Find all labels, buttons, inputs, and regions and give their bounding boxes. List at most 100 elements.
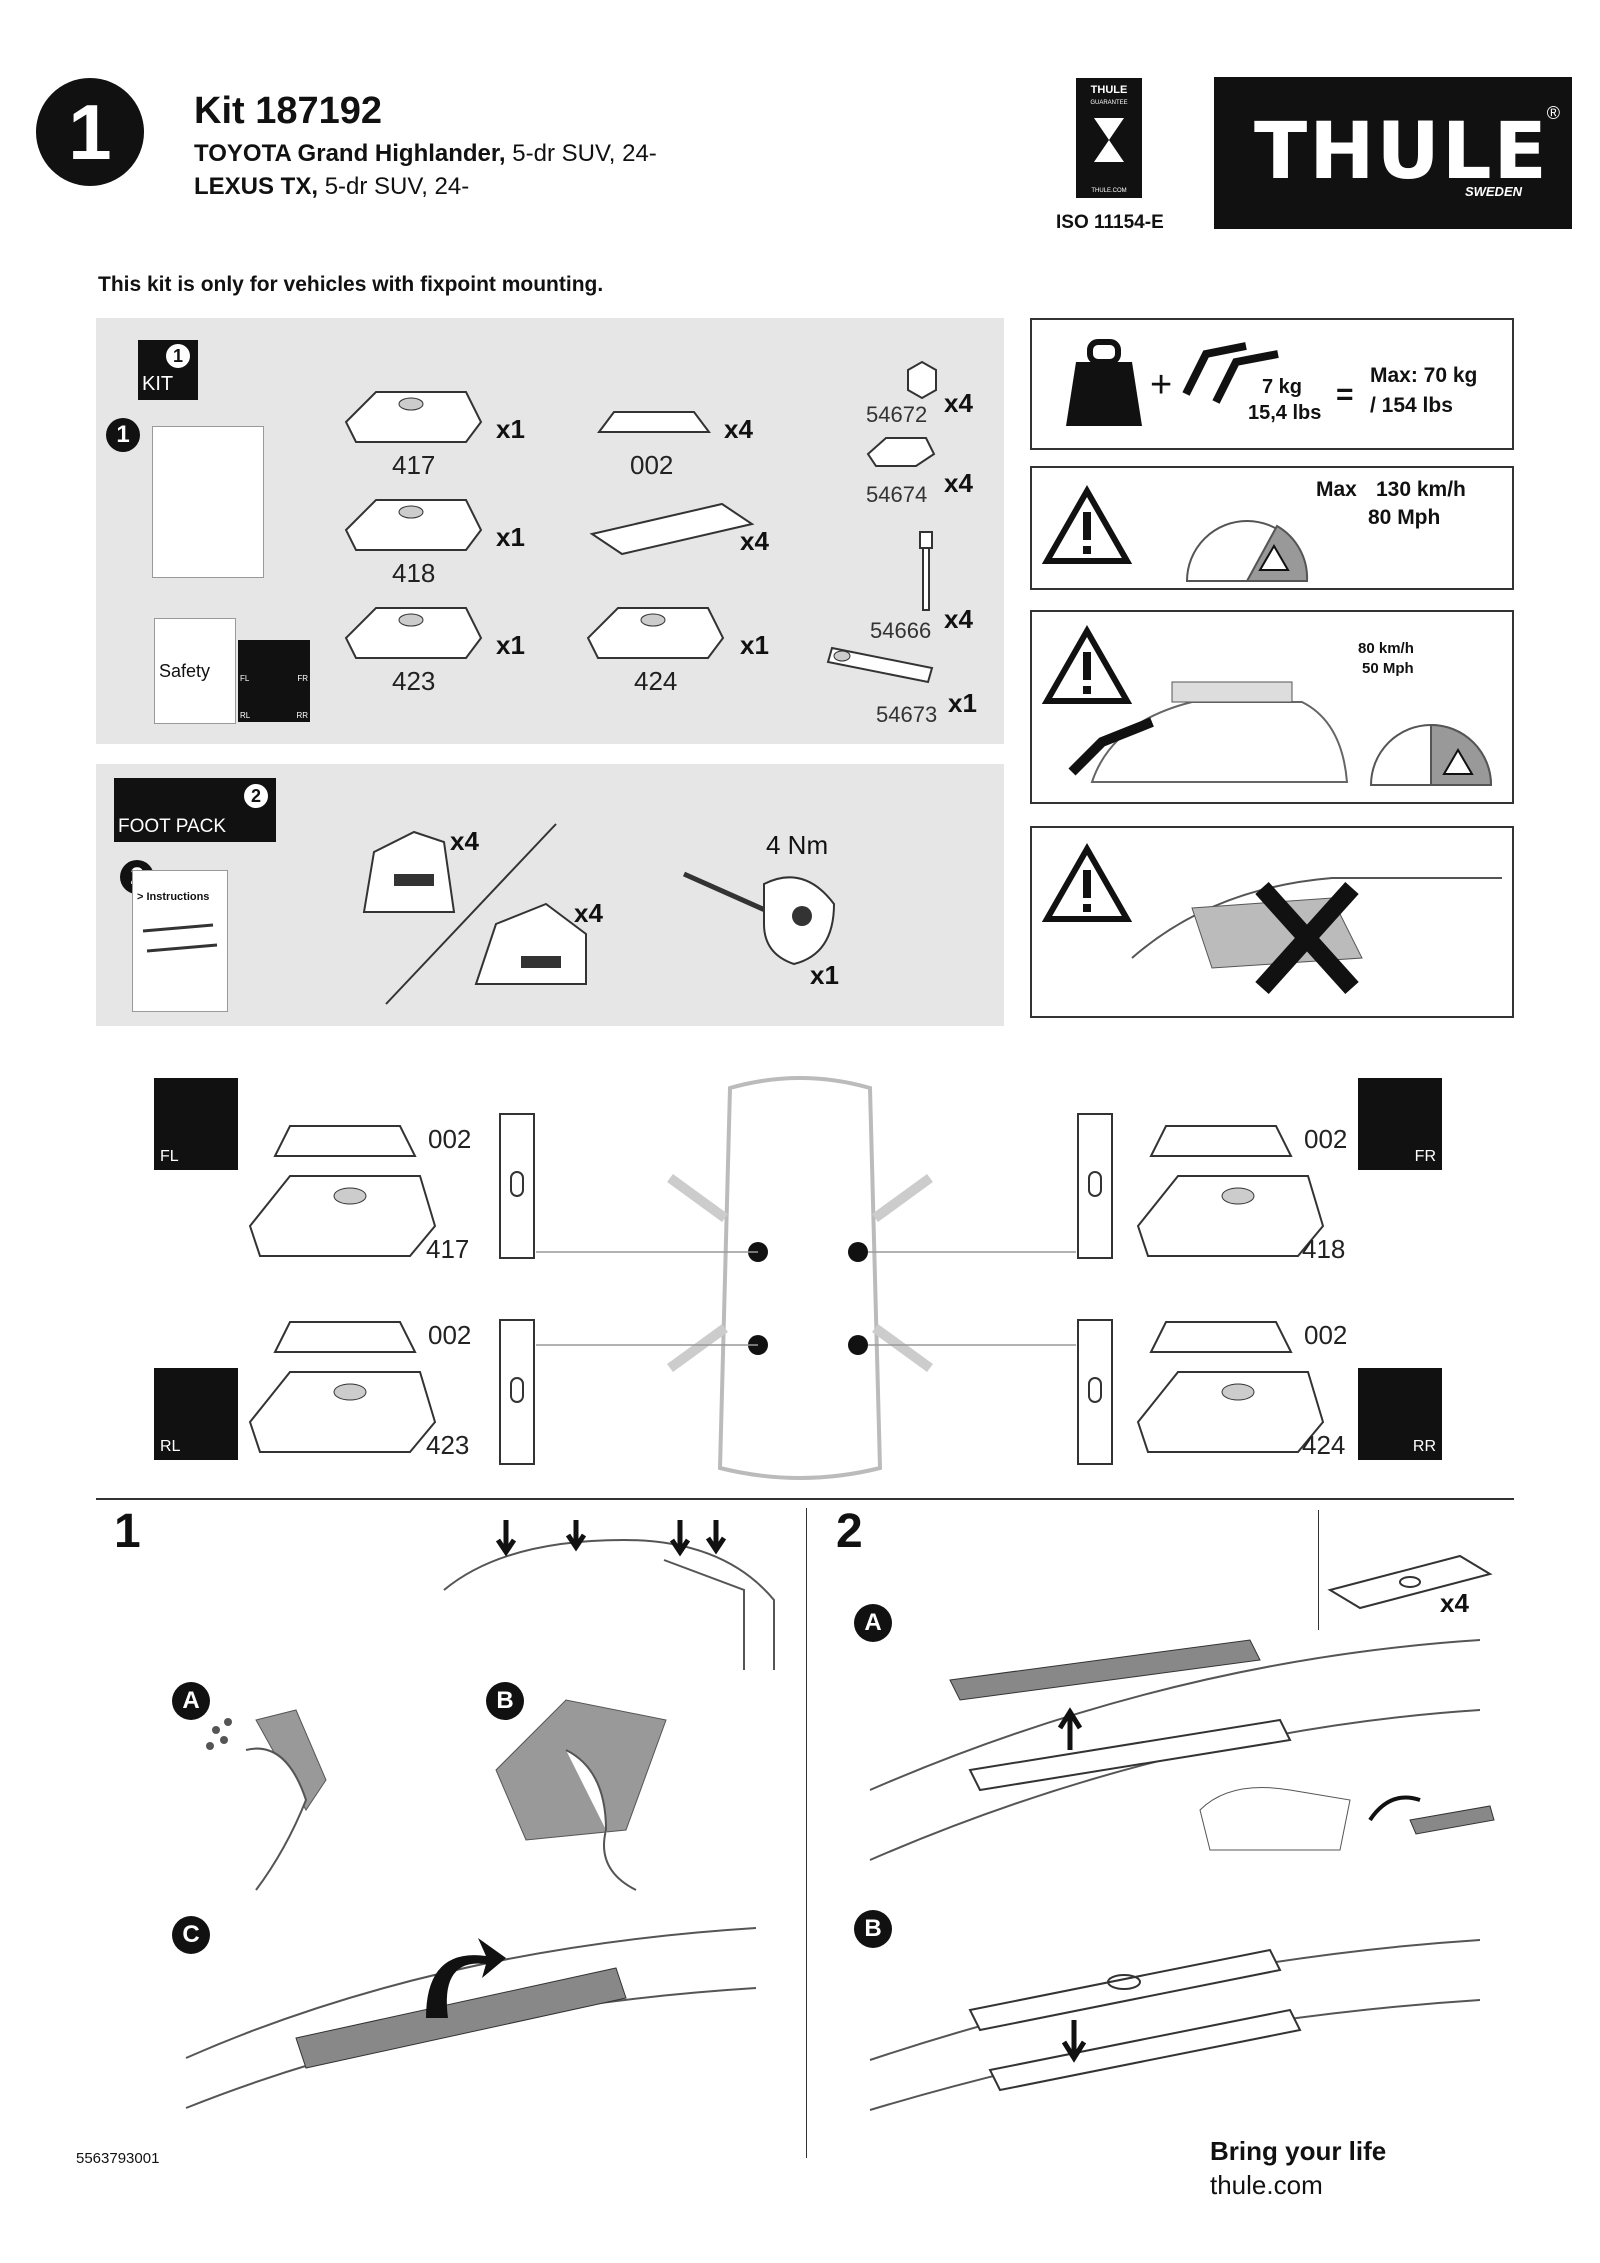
fr-mount-point: [848, 1242, 868, 1262]
rubber-strip-illustration: [589, 502, 755, 556]
bracket-54674-illustration: [866, 437, 936, 467]
guarantee-brand: THULE: [1090, 84, 1128, 96]
step1-c-badge: C: [172, 1916, 210, 1954]
step2-a-badge: A: [854, 1604, 892, 1642]
bolt-54666-code: 54666: [870, 618, 932, 643]
weight-icon: [1066, 339, 1142, 426]
kit-cube: 1 KIT: [138, 340, 198, 400]
rr-pad-illustration: [1136, 1371, 1325, 1453]
foot-qty-2: x4: [574, 898, 603, 928]
plus-sign: +: [1150, 364, 1173, 406]
install-strip-illustration: [869, 1939, 1481, 2111]
fr-pad-illustration: [1136, 1175, 1325, 1257]
fixpoint-cover-illustration: [185, 1927, 757, 2109]
rr-strip-illustration: [1077, 1319, 1113, 1465]
rr-pad-code: 424: [1302, 1430, 1346, 1460]
foot-pack-number: 2: [244, 784, 268, 808]
foot-pack-label: FOOT PACK: [118, 816, 227, 837]
pad-418-qty: x1: [496, 522, 525, 552]
vehicle-line-2: LEXUS TX, 5-dr SUV, 24-: [194, 173, 469, 201]
mini-rl: RL: [240, 711, 251, 720]
speed-limit-box: Max 130 km/h 80 Mph: [1030, 466, 1514, 590]
speed1-mph: 80 Mph: [1368, 506, 1441, 529]
thule-logo: THULE ® SWEDEN: [1214, 77, 1572, 229]
guarantee-url: THULE.COM: [1091, 188, 1127, 194]
car-with-load-icon: [1068, 681, 1349, 783]
max-load-lbs: / 154 lbs: [1370, 394, 1453, 417]
foot-pack-panel: 2 FOOT PACK 2 > Instructions x4 x4 4 Nm …: [96, 764, 1004, 1026]
speed2-kmh: 80 km/h: [1358, 640, 1414, 657]
fl-clamp-illustration: [273, 1125, 417, 1157]
pad-423-qty: x1: [496, 630, 525, 660]
fl-strip-illustration: [499, 1113, 535, 1259]
sunroof-car-icon: [1131, 877, 1502, 995]
bolt-54666-qty: x4: [944, 604, 973, 634]
foot-pack-instructions-sheet: > Instructions: [132, 870, 228, 1012]
pad-423-illustration: [344, 607, 483, 659]
rr-label: RR: [1412, 1438, 1436, 1455]
step-number-badge: 1: [36, 78, 144, 186]
instruction-sheet-badge: 1: [106, 418, 140, 452]
rl-pad-illustration: [248, 1371, 437, 1453]
remove-cover-illustration: [869, 1639, 1495, 1861]
kit-number: 1: [166, 344, 190, 368]
step1-car-roof-illustration: [443, 1520, 775, 1670]
steps-vertical-divider: [806, 1508, 807, 2158]
crossbars-icon: [142, 923, 218, 953]
step2-number: 2: [836, 1505, 863, 1558]
mini-fl: FL: [240, 674, 250, 683]
fl-corner-badge: FL: [154, 1078, 238, 1170]
iso-label: ISO 11154-E: [1056, 212, 1164, 233]
logo-sub: SWEDEN: [1464, 184, 1522, 199]
document-code: 5563793001: [76, 2150, 160, 2167]
nut-54672-code: 54672: [866, 402, 928, 427]
speed2-mph: 50 Mph: [1362, 660, 1414, 677]
rr-clamp-code: 002: [1304, 1320, 1348, 1350]
steps-divider-line: [96, 1498, 1514, 1500]
rr-corner-badge: RR: [1358, 1368, 1442, 1460]
rr-mount-point: [848, 1335, 868, 1355]
bar-weight-kg: 7 kg: [1262, 376, 1303, 398]
rl-strip-illustration: [499, 1319, 535, 1465]
vehicle1-desc: 5-dr SUV, 24-: [505, 140, 657, 167]
fl-pad-illustration: [248, 1175, 437, 1257]
pad-418-code: 418: [392, 558, 436, 588]
wrench-54673-illustration: [826, 646, 934, 684]
nut-54672-qty: x4: [944, 388, 973, 418]
speedometer-icon: [1185, 520, 1309, 582]
torque-label: 4 Nm: [766, 830, 829, 860]
mini-car-diagram: FL FR RL RR: [238, 640, 310, 722]
safety-label: Safety: [159, 661, 211, 681]
speed1-kmh: 130 km/h: [1376, 478, 1466, 501]
hourglass-icon: [1094, 118, 1124, 162]
step1-b-badge: B: [486, 1682, 524, 1720]
instructions-label: > Instructions: [137, 891, 210, 903]
fr-label: FR: [1414, 1148, 1436, 1165]
clamp-002-qty: x4: [724, 414, 753, 444]
pad-424-code: 424: [634, 666, 678, 696]
pad-423-code: 423: [392, 666, 436, 696]
fl-label: FL: [160, 1148, 179, 1165]
vehicle-line-1: TOYOTA Grand Highlander, 5-dr SUV, 24-: [194, 140, 657, 168]
clamp-002-code: 002: [630, 450, 674, 480]
rl-clamp-illustration: [273, 1321, 417, 1353]
warning-triangle-icon: [1041, 484, 1133, 564]
no-sunroof-box: [1030, 826, 1514, 1018]
guarantee-label: GUARANTEE: [1090, 100, 1128, 106]
logo-reg: ®: [1546, 103, 1560, 123]
foot-qty-1: x4: [450, 826, 479, 856]
wrench-54673-qty: x1: [948, 688, 977, 718]
load-capacity-box: + 7 kg 15,4 lbs = Max: 70 kg / 154 lbs: [1030, 318, 1514, 450]
rubber-strip-qty: x4: [740, 526, 769, 556]
step1-number: 1: [114, 1505, 141, 1558]
fr-strip-illustration: [1077, 1113, 1113, 1259]
divider-line: [385, 823, 557, 1005]
instruction-sheet: [152, 426, 264, 578]
mini-rr: RR: [296, 711, 308, 720]
rr-clamp-illustration: [1149, 1321, 1293, 1353]
rl-pad-code: 423: [426, 1430, 470, 1460]
website-link[interactable]: thule.com: [1210, 2170, 1323, 2200]
wrench-54673-code: 54673: [876, 702, 938, 727]
warning-triangle-icon-2: [1041, 624, 1133, 704]
